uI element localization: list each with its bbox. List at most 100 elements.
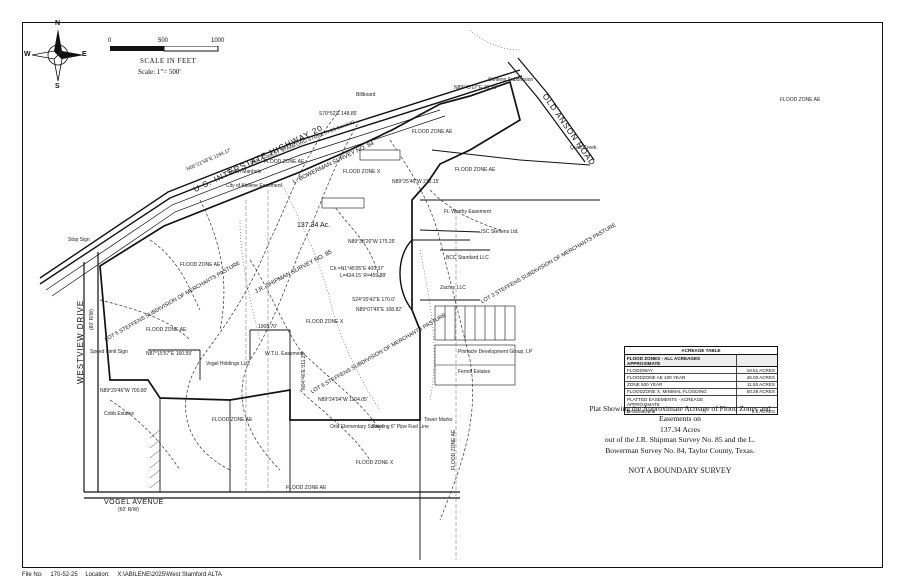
compass-rose-icon bbox=[31, 29, 84, 82]
zone-ae-9: FLOOD ZONE AE bbox=[451, 429, 457, 470]
survey-boxes bbox=[321, 149, 401, 209]
vogel-avenue bbox=[84, 491, 460, 499]
curve-chord: Ch.=N1°45'05"E 409.37' bbox=[330, 266, 384, 272]
call-south: N89°24'04"W 1104.05' bbox=[318, 397, 368, 403]
zone-ae-1: FLOOD ZONE AE bbox=[180, 262, 221, 268]
parcel-lines bbox=[148, 149, 600, 560]
table-row: PLATTED EASEMENTS - ACREAGE APPROXIMATE bbox=[625, 395, 777, 409]
owner-vogel: Vogel Holdings LLC bbox=[206, 361, 250, 367]
compass-w: W bbox=[24, 51, 31, 58]
owner-city-easement: City of Abilene Easement bbox=[226, 183, 282, 189]
call-inner: 1008.70' bbox=[258, 324, 278, 330]
curve-length: L=424.15' R=459.88' bbox=[340, 273, 387, 279]
call-east1: N89°38'20"W 175.25' bbox=[348, 239, 396, 245]
desc-line-3: 137.34 Acres bbox=[659, 424, 701, 434]
tract-boundary bbox=[99, 80, 521, 421]
feature-billboard: Billboard bbox=[356, 92, 376, 98]
vogel-label: VOGEL AVENUE bbox=[104, 499, 164, 506]
owner-quail-creek: Quail Creek bbox=[570, 145, 597, 151]
call-mid: N89°25'46"W 272.15' bbox=[392, 179, 440, 185]
table-row: FLOODWAY 18.51 ACRES bbox=[625, 367, 777, 375]
scale-bar-graphic bbox=[110, 46, 219, 52]
acreage-header-area bbox=[737, 355, 777, 366]
call-north-bend: S70°52'E 148.85' bbox=[319, 111, 358, 117]
acreage-zone: FLOODZONE AE 100 YEAR bbox=[625, 374, 737, 381]
location-label: Location: bbox=[85, 572, 110, 578]
east-curve bbox=[399, 239, 413, 311]
call-west2: N87°15'57"E 160.59' bbox=[146, 351, 192, 357]
table-row: FLOODZONE AE 100 YEAR 46.00 ACRES bbox=[625, 374, 777, 382]
call-east3: N89°07'45"E 108.82' bbox=[356, 307, 402, 313]
owner-bcc: BCC Standard LLC bbox=[446, 255, 489, 261]
file-footer: File No: 170-52-25 Location: X:\ABILENE\… bbox=[22, 572, 228, 578]
table-row: FLOODZONE X, MINIMAL FLOODING 50.38 ACRE… bbox=[625, 388, 777, 396]
compass-n: N bbox=[55, 20, 61, 27]
feature-green-manhole: Green Manhole bbox=[227, 169, 262, 175]
acreage-area: 46.00 ACRES bbox=[746, 374, 775, 380]
old-anson-road bbox=[507, 57, 595, 163]
zone-ae-3: FLOOD ZONE AE bbox=[212, 417, 253, 423]
north-arrow: N S E W bbox=[24, 20, 88, 90]
acreage-area: 11.50 ACRES bbox=[746, 382, 775, 388]
flood-zone-contours bbox=[99, 109, 501, 521]
feature-speed-sign: Speed Limit Sign bbox=[90, 349, 128, 355]
acreage-zone: FLOODZONE X, MINIMAL FLOODING bbox=[625, 388, 737, 395]
plat-description: Plat Showing the Approximate Acreage of … bbox=[585, 404, 775, 456]
scale-ratio: Scale: 1"= 500' bbox=[138, 68, 181, 76]
feature-tower-marks: Tower Marks bbox=[424, 417, 453, 423]
scale-tick-1000: 1000 bbox=[211, 38, 225, 44]
acreage-zone: FLOODWAY bbox=[625, 367, 737, 374]
zone-x-3: FLOOD ZONE X bbox=[356, 460, 394, 466]
owner-cobb-estates: Cobb Estates bbox=[104, 411, 135, 417]
vogel-row-label: (60' R/W) bbox=[118, 507, 139, 513]
westview-drive bbox=[83, 252, 99, 492]
utility-lines bbox=[245, 190, 457, 560]
zone-x-2: FLOOD ZONE X bbox=[306, 319, 344, 325]
westview-label: WESTVIEW DRIVE bbox=[76, 299, 85, 384]
compass-s: S bbox=[55, 83, 60, 90]
acreage-header-zone: FLOOD ZONES - ALL ACREAGES APPROXIMATE bbox=[625, 355, 737, 367]
plat-border bbox=[22, 22, 883, 568]
owner-zachry: Zachry LLC bbox=[440, 285, 466, 291]
owner-pinnacle: Pinnacle Development Group, LP bbox=[458, 349, 533, 355]
acreage-table: ACREAGE TABLE FLOOD ZONES - ALL ACREAGES… bbox=[624, 346, 778, 416]
acreage-header: FLOOD ZONES - ALL ACREAGES APPROXIMATE bbox=[625, 355, 777, 368]
zone-ae-2: FLOOD ZONE AE bbox=[146, 327, 187, 333]
file-label: File No: bbox=[22, 572, 43, 578]
desc-line-4: out of the J.R. Shipman Survey No. 85 an… bbox=[604, 435, 756, 445]
compass-e: E bbox=[82, 51, 87, 58]
call-west1: N89°29'46"W 700.80' bbox=[100, 388, 148, 394]
zone-ae-7: FLOOD ZONE AE bbox=[780, 97, 821, 103]
desc-line-1: Plat Showing the Approximate Acreage of … bbox=[589, 404, 771, 413]
zone-ae-8: FLOOD ZONE AE bbox=[264, 159, 305, 165]
feature-stop-sign: Stop Sign bbox=[68, 237, 90, 243]
zone-ae-6: FLOOD ZONE AE bbox=[412, 129, 453, 135]
acreage-area: 18.51 ACRES bbox=[746, 367, 775, 373]
feature-fuel-line: Existing 6" Pipe Fuel Line bbox=[372, 424, 429, 430]
desc-line-2: Easements on bbox=[659, 414, 701, 424]
owner-jsc: JSC Steffens Ltd. bbox=[480, 229, 519, 235]
owner-ferrell: Ferrell Estates bbox=[458, 369, 491, 375]
desc-line-5: Bowerman Survey No. 84, Taylor County, T… bbox=[605, 445, 755, 455]
acreage-zone: PLATTED EASEMENTS - ACREAGE APPROXIMATE bbox=[625, 395, 737, 408]
owner-wtu: W.T.U. Easement bbox=[265, 351, 304, 357]
scale-tick-0: 0 bbox=[108, 38, 112, 44]
owner-ftworth-easement: Ft. Worthy Easement bbox=[444, 209, 491, 215]
table-row: EASEMENTS 5.5 ACRES bbox=[625, 408, 777, 415]
interstate-highway bbox=[39, 69, 523, 297]
westview-row-label: (80' R/W) bbox=[89, 309, 95, 330]
zone-ae-4: FLOOD ZONE AE bbox=[286, 485, 327, 491]
acreage-zone: EASEMENTS bbox=[625, 408, 737, 415]
zone-ae-5: FLOOD ZONE AE bbox=[455, 167, 496, 173]
acreage-area: 5.5 ACRES bbox=[751, 408, 775, 414]
easement-hatch bbox=[149, 429, 161, 489]
call-east2: S24°20'42"E 170.0' bbox=[352, 297, 395, 303]
call-east-vert: N04°46'E 511.25' bbox=[301, 351, 307, 390]
scale-tick-500: 500 bbox=[158, 38, 169, 44]
file-number: 170-52-25 bbox=[50, 572, 78, 578]
acreage-area: 50.38 ACRES bbox=[746, 389, 775, 395]
tract-acreage: 137.34 Ac. bbox=[297, 222, 331, 229]
zone-x-1: FLOOD ZONE X bbox=[343, 169, 381, 175]
owner-orla-school: Orla Elementary School bbox=[330, 424, 383, 430]
